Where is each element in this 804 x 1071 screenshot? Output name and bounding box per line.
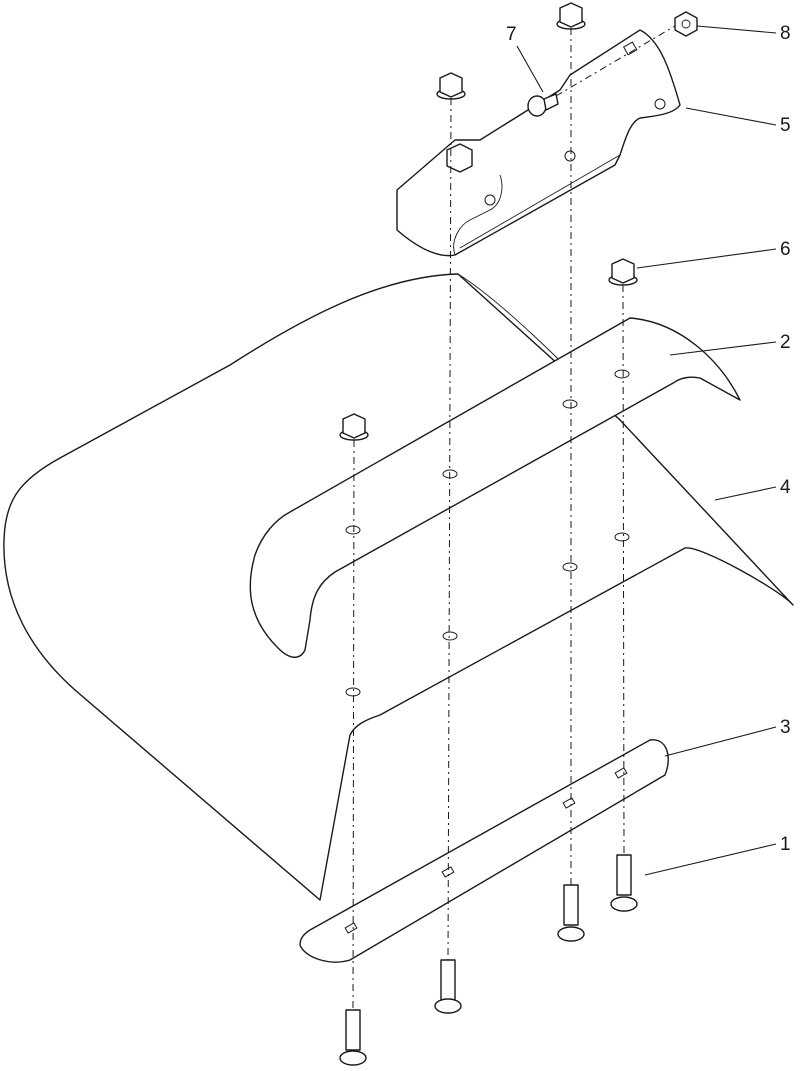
callout-labels: 1 2 3 4 5 6 7 8 [506,23,791,855]
flange-nut [339,413,369,441]
bolt [557,884,585,942]
bolt [610,854,638,912]
bracket-nut [446,143,473,173]
bolts-part-1 [339,854,638,1066]
flange-nut [436,72,466,100]
callout-1: 1 [780,834,791,855]
callout-3: 3 [780,717,791,738]
callout-6: 6 [780,239,791,260]
callout-2: 2 [780,332,791,353]
carriage-bolt-part-7 [527,93,559,117]
strap-part-3 [299,739,669,963]
flange-nut [556,2,586,30]
flange-nuts-part-6 [339,2,638,441]
callout-5: 5 [780,115,791,136]
callout-4: 4 [780,477,791,498]
chute-lower-holes [345,532,630,697]
nut-part-8 [674,11,698,37]
bracket-part-5 [396,29,681,257]
plate-part-2 [249,317,741,658]
bolt [339,1009,367,1066]
leader-lines [516,25,777,876]
bolt [434,959,462,1014]
flange-nut [608,258,638,286]
callout-8: 8 [780,23,791,44]
alignment-lines [352,25,676,1011]
callout-7: 7 [506,24,517,45]
